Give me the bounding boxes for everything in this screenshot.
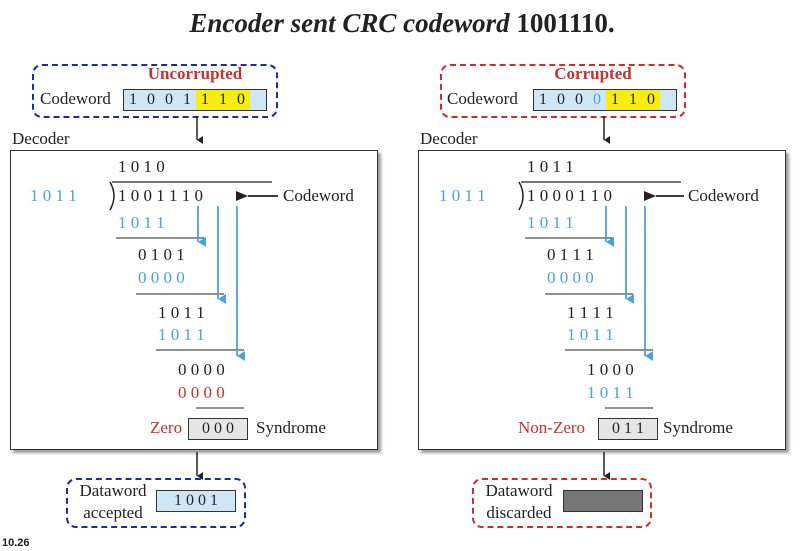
dividend: 1 0 0 0 1 1 0 (527, 186, 612, 205)
dataword-accepted-frame (66, 478, 246, 528)
crc-bits: 1 (196, 90, 214, 110)
division-bracket (518, 181, 524, 211)
dataword-box: 1 0 0 1 (156, 490, 236, 512)
step-row: 1 0 1 1 (567, 325, 614, 344)
discarded-dataword-box (563, 490, 643, 512)
syndrome-box: 0 0 0 (188, 418, 248, 440)
step-row: 1 1 1 1 (567, 303, 614, 322)
step-row: 0 1 1 1 (547, 245, 594, 264)
decoder-box (10, 150, 378, 450)
dataword-discarded-frame (472, 478, 652, 528)
decoder-label: Decoder (12, 129, 70, 148)
nonzero-label: Non-Zero (518, 418, 586, 437)
step-row: 1 0 1 1 (158, 325, 205, 344)
corrupted-codeword-frame (440, 64, 686, 118)
quotient: 1 0 1 1 (527, 157, 574, 176)
step-row: 0 0 0 0 (178, 360, 225, 379)
decoder-box (418, 150, 786, 450)
dataword-label: Dataword (485, 481, 553, 500)
codeword-pointer-label: Codeword (283, 186, 354, 205)
uncorrupted-label: Uncorrupted (147, 64, 243, 83)
step-row: 1 0 0 0 (587, 360, 634, 379)
discarded-label: discarded (486, 503, 552, 522)
divisor: 1 0 1 1 (439, 186, 486, 205)
crc-bits: 1 (606, 90, 624, 110)
uncorrupted-codeword-frame (32, 64, 278, 118)
step-row: 1 0 1 1 (527, 213, 574, 232)
quotient: 1 0 1 0 (118, 157, 165, 176)
accepted-label: accepted (83, 503, 143, 522)
dividend: 1 0 0 1 1 1 0 (118, 186, 203, 205)
corrupted-label: Corrupted (554, 64, 632, 83)
corrupted-bit: 0 (593, 91, 601, 108)
division-bracket (109, 181, 115, 211)
zero-label: Zero (150, 418, 183, 437)
divisor: 1 0 1 1 (30, 186, 77, 205)
step-row: 0 1 0 1 (138, 245, 185, 264)
step-row: 1 0 1 1 (118, 213, 165, 232)
step-row: 1 0 1 1 (158, 303, 205, 322)
decoder-label: Decoder (420, 129, 478, 148)
syndrome-label: Syndrome (663, 418, 733, 437)
dataword-label: Dataword (79, 481, 147, 500)
step-row: 0 0 0 0 (178, 383, 225, 402)
step-row: 0 0 0 0 (547, 268, 594, 287)
slide-number: 10.26 (2, 537, 30, 549)
codeword-label: Codeword (40, 89, 111, 108)
step-row: 0 0 0 0 (138, 268, 185, 287)
codeword-pointer-label: Codeword (688, 186, 759, 205)
step-row: 1 0 1 1 (587, 383, 634, 402)
syndrome-box: 0 1 1 (598, 418, 658, 440)
slide-title: Encoder sent CRC codeword 1001110. (189, 8, 615, 38)
syndrome-label: Syndrome (256, 418, 326, 437)
codeword-label: Codeword (447, 89, 518, 108)
